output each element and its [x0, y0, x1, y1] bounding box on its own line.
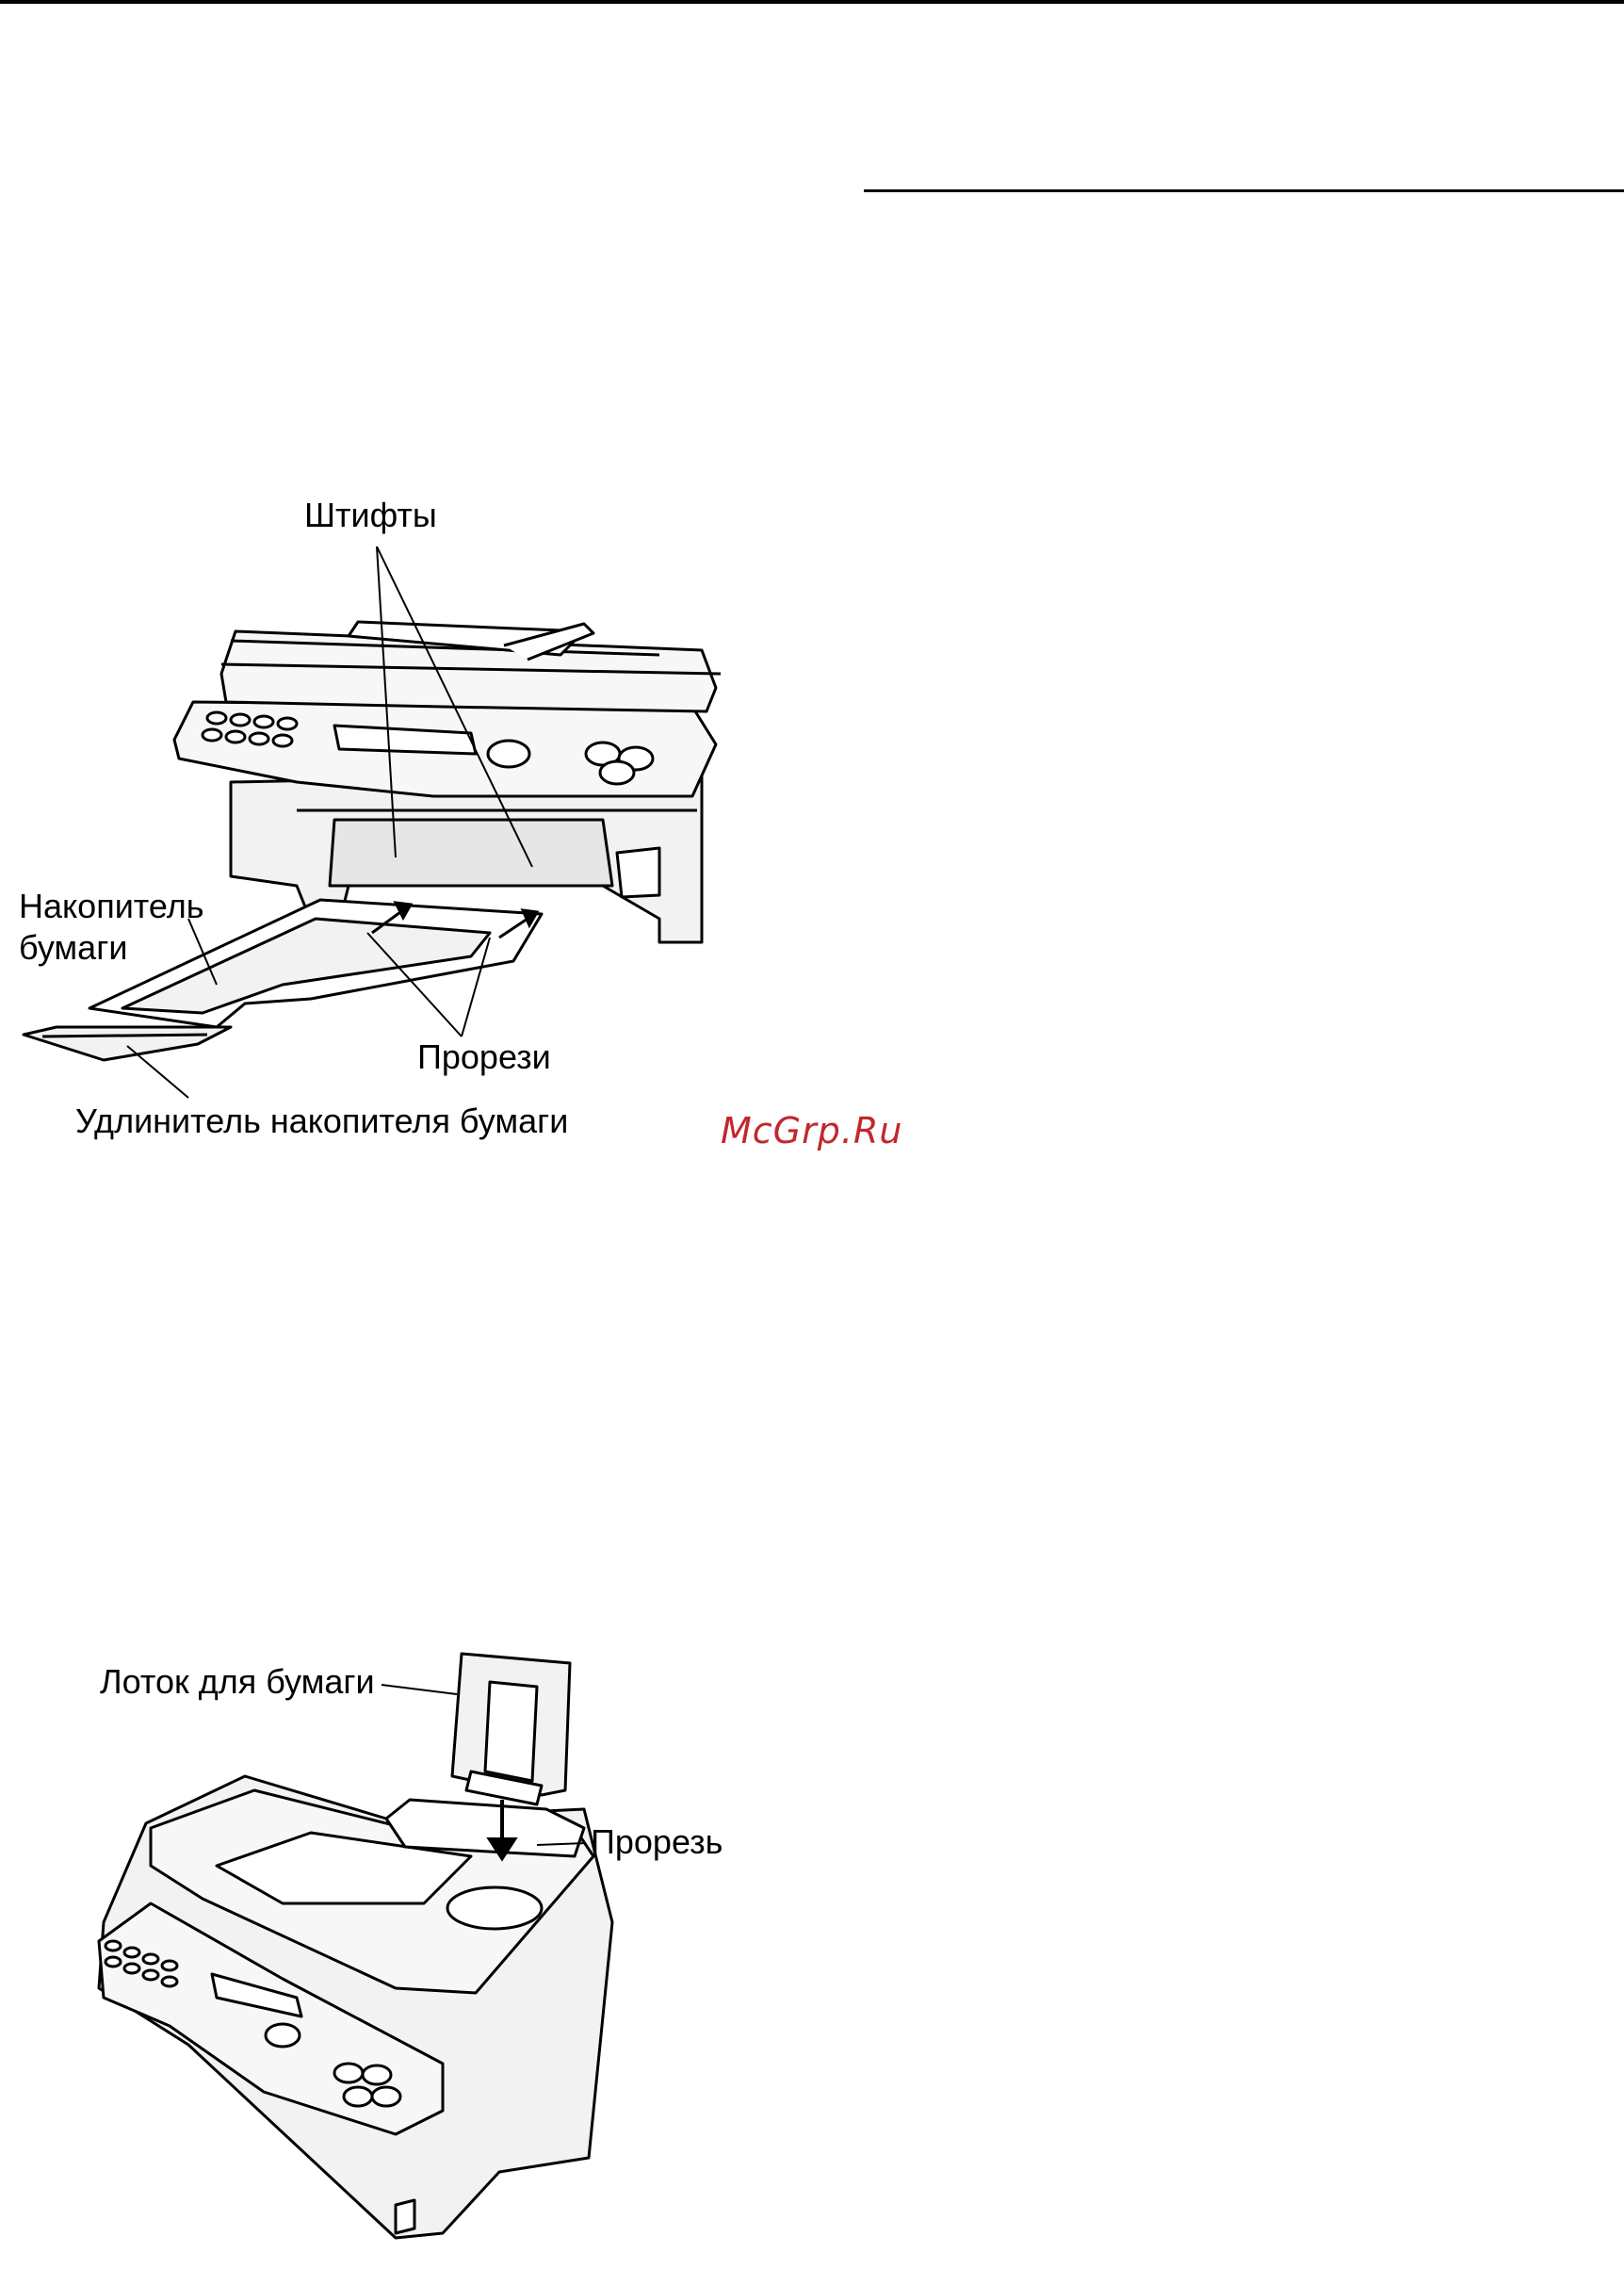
label-tray-line2: бумаги	[19, 927, 127, 969]
section-divider-rule	[864, 189, 1624, 192]
label-slots: Прорези	[417, 1037, 551, 1078]
label-tray-line1: Накопитель	[19, 886, 203, 927]
label-paper-tray: Лоток для бумаги	[100, 1661, 375, 1703]
fax-machine-illustration-1	[0, 471, 942, 1187]
top-border-rule	[0, 0, 1624, 4]
figure-output-tray-installation: Штифты Накопитель бумаги Прорези Удлинит…	[0, 471, 942, 1187]
label-paper-extender: Удлинитель накопителя бумаги	[75, 1101, 568, 1142]
label-pins: Штифты	[304, 495, 437, 536]
label-slot: Прорезь	[591, 1821, 723, 1863]
fax-machine-illustration-2	[0, 1621, 942, 2261]
figure-paper-tray-installation: Лоток для бумаги Прорезь	[0, 1621, 942, 2261]
watermark: McGrp.Ru	[721, 1110, 902, 1151]
